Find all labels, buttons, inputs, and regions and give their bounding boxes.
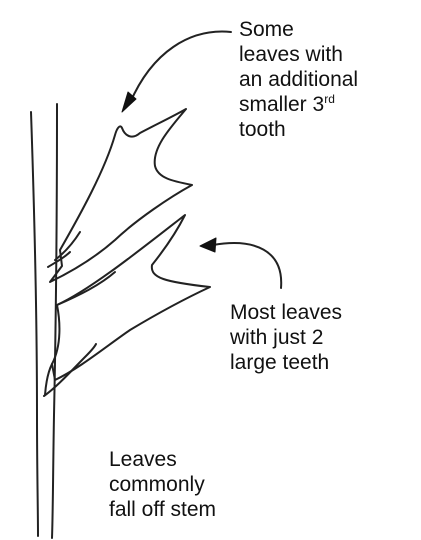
middle-arrow-head	[200, 238, 216, 252]
annotation-line: Leaves	[109, 447, 216, 472]
annotation-line: Most leaves	[230, 300, 342, 325]
stem-right-edge	[52, 104, 57, 538]
annotation-line: large teeth	[230, 350, 342, 375]
stem-left-edge	[31, 112, 38, 536]
top-arrow-curve	[130, 32, 231, 103]
annotation-line: leaves with	[239, 42, 358, 67]
ordinal-suffix: rd	[324, 92, 335, 106]
annotation-third-tooth: Some leaves with an additional smaller 3…	[239, 17, 358, 142]
lower-leaf-base	[44, 344, 96, 396]
annotation-line: commonly	[109, 472, 216, 497]
annotation-fall-off: Leaves commonly fall off stem	[109, 447, 216, 522]
annotation-line: an additional	[239, 67, 358, 92]
middle-arrow-curve	[213, 243, 281, 288]
upper-leaf-lobe	[48, 252, 70, 267]
annotation-line: Some	[239, 17, 358, 42]
annotation-two-teeth: Most leaves with just 2 large teeth	[230, 300, 342, 375]
annotation-line: fall off stem	[109, 497, 216, 522]
annotation-line: with just 2	[230, 325, 342, 350]
annotation-line: tooth	[239, 117, 358, 142]
annotation-text: smaller 3	[239, 93, 324, 116]
upper-leaf	[50, 109, 192, 282]
annotation-line: smaller 3rd	[239, 92, 358, 117]
